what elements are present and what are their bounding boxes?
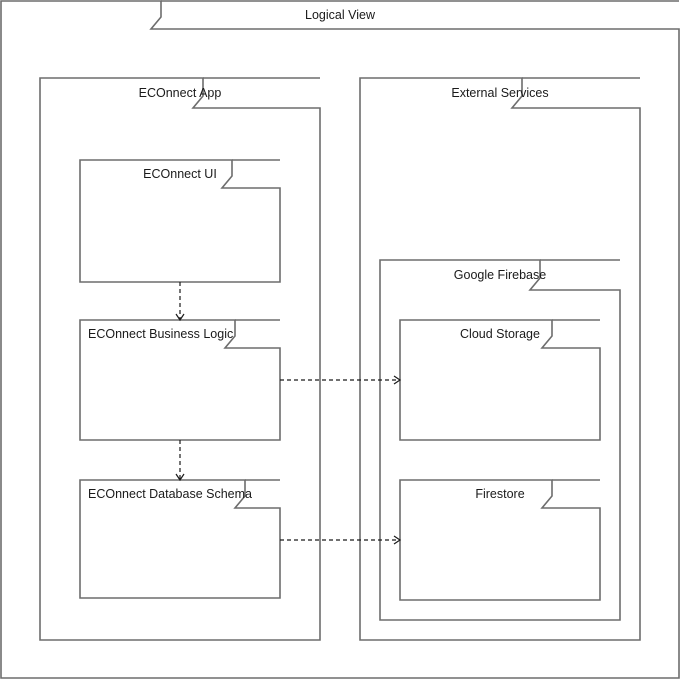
dependency-business-logic-to-database-schema[interactable] [175, 440, 185, 482]
package-econnect-business-logic[interactable]: ECOnnect Business Logic [79, 319, 281, 441]
package-econnect-app-label: ECOnnect App [139, 86, 222, 100]
arrowhead-icon [175, 313, 185, 322]
package-econnect-ui-label: ECOnnect UI [143, 167, 217, 181]
package-econnect-app[interactable]: ECOnnect App [39, 77, 321, 641]
package-econnect-database-schema-label: ECOnnect Database Schema [88, 487, 252, 501]
dependency-database-schema-to-firestore[interactable] [280, 535, 402, 545]
arrowhead-icon [175, 473, 185, 482]
package-econnect-ui[interactable]: ECOnnect UI [79, 159, 281, 283]
package-google-firebase-label: Google Firebase [454, 268, 546, 282]
package-google-firebase[interactable]: Google Firebase [379, 259, 621, 621]
dependency-business-logic-to-cloud-storage[interactable] [280, 375, 402, 385]
dependency-layer [175, 282, 402, 545]
package-cloud-storage[interactable]: Cloud Storage [399, 319, 601, 441]
package-firestore-label: Firestore [475, 487, 524, 501]
package-econnect-business-logic-label: ECOnnect Business Logic [88, 327, 233, 341]
arrowhead-icon [393, 375, 402, 385]
package-external-services-label: External Services [451, 86, 548, 100]
logical-view-package-label: Logical View [305, 8, 376, 22]
package-cloud-storage-label: Cloud Storage [460, 327, 540, 341]
arrowhead-icon [393, 535, 402, 545]
package-external-services[interactable]: External Services [359, 77, 641, 641]
package-firestore[interactable]: Firestore [399, 479, 601, 601]
dependency-ui-to-business-logic[interactable] [175, 282, 185, 322]
package-econnect-database-schema[interactable]: ECOnnect Database Schema [79, 479, 281, 599]
